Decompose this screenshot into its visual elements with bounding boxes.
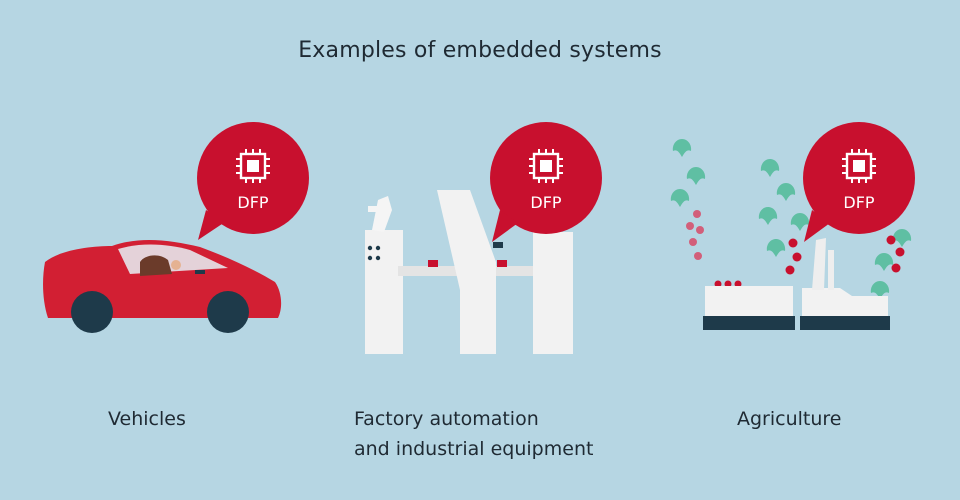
factory-illustration (365, 190, 573, 354)
dfp-bubble-vehicles (197, 122, 309, 240)
label-agriculture: Agriculture (737, 408, 842, 430)
chip-icon (234, 147, 272, 185)
dfp-label: DFP (530, 193, 562, 212)
dfp-label: DFP (843, 193, 875, 212)
dfp-bubble-agriculture (803, 122, 915, 242)
label-factory-line2: and industrial equipment (354, 438, 594, 460)
agriculture-illustration (670, 139, 912, 330)
chip-icon (840, 147, 878, 185)
label-factory-line1: Factory automation (354, 408, 539, 430)
chip-icon (527, 147, 565, 185)
page-title: Examples of embedded systems (298, 38, 662, 63)
dfp-label: DFP (237, 193, 269, 212)
dfp-bubble-factory (490, 122, 602, 242)
vehicle-illustration (43, 239, 282, 333)
label-vehicles: Vehicles (108, 408, 186, 430)
